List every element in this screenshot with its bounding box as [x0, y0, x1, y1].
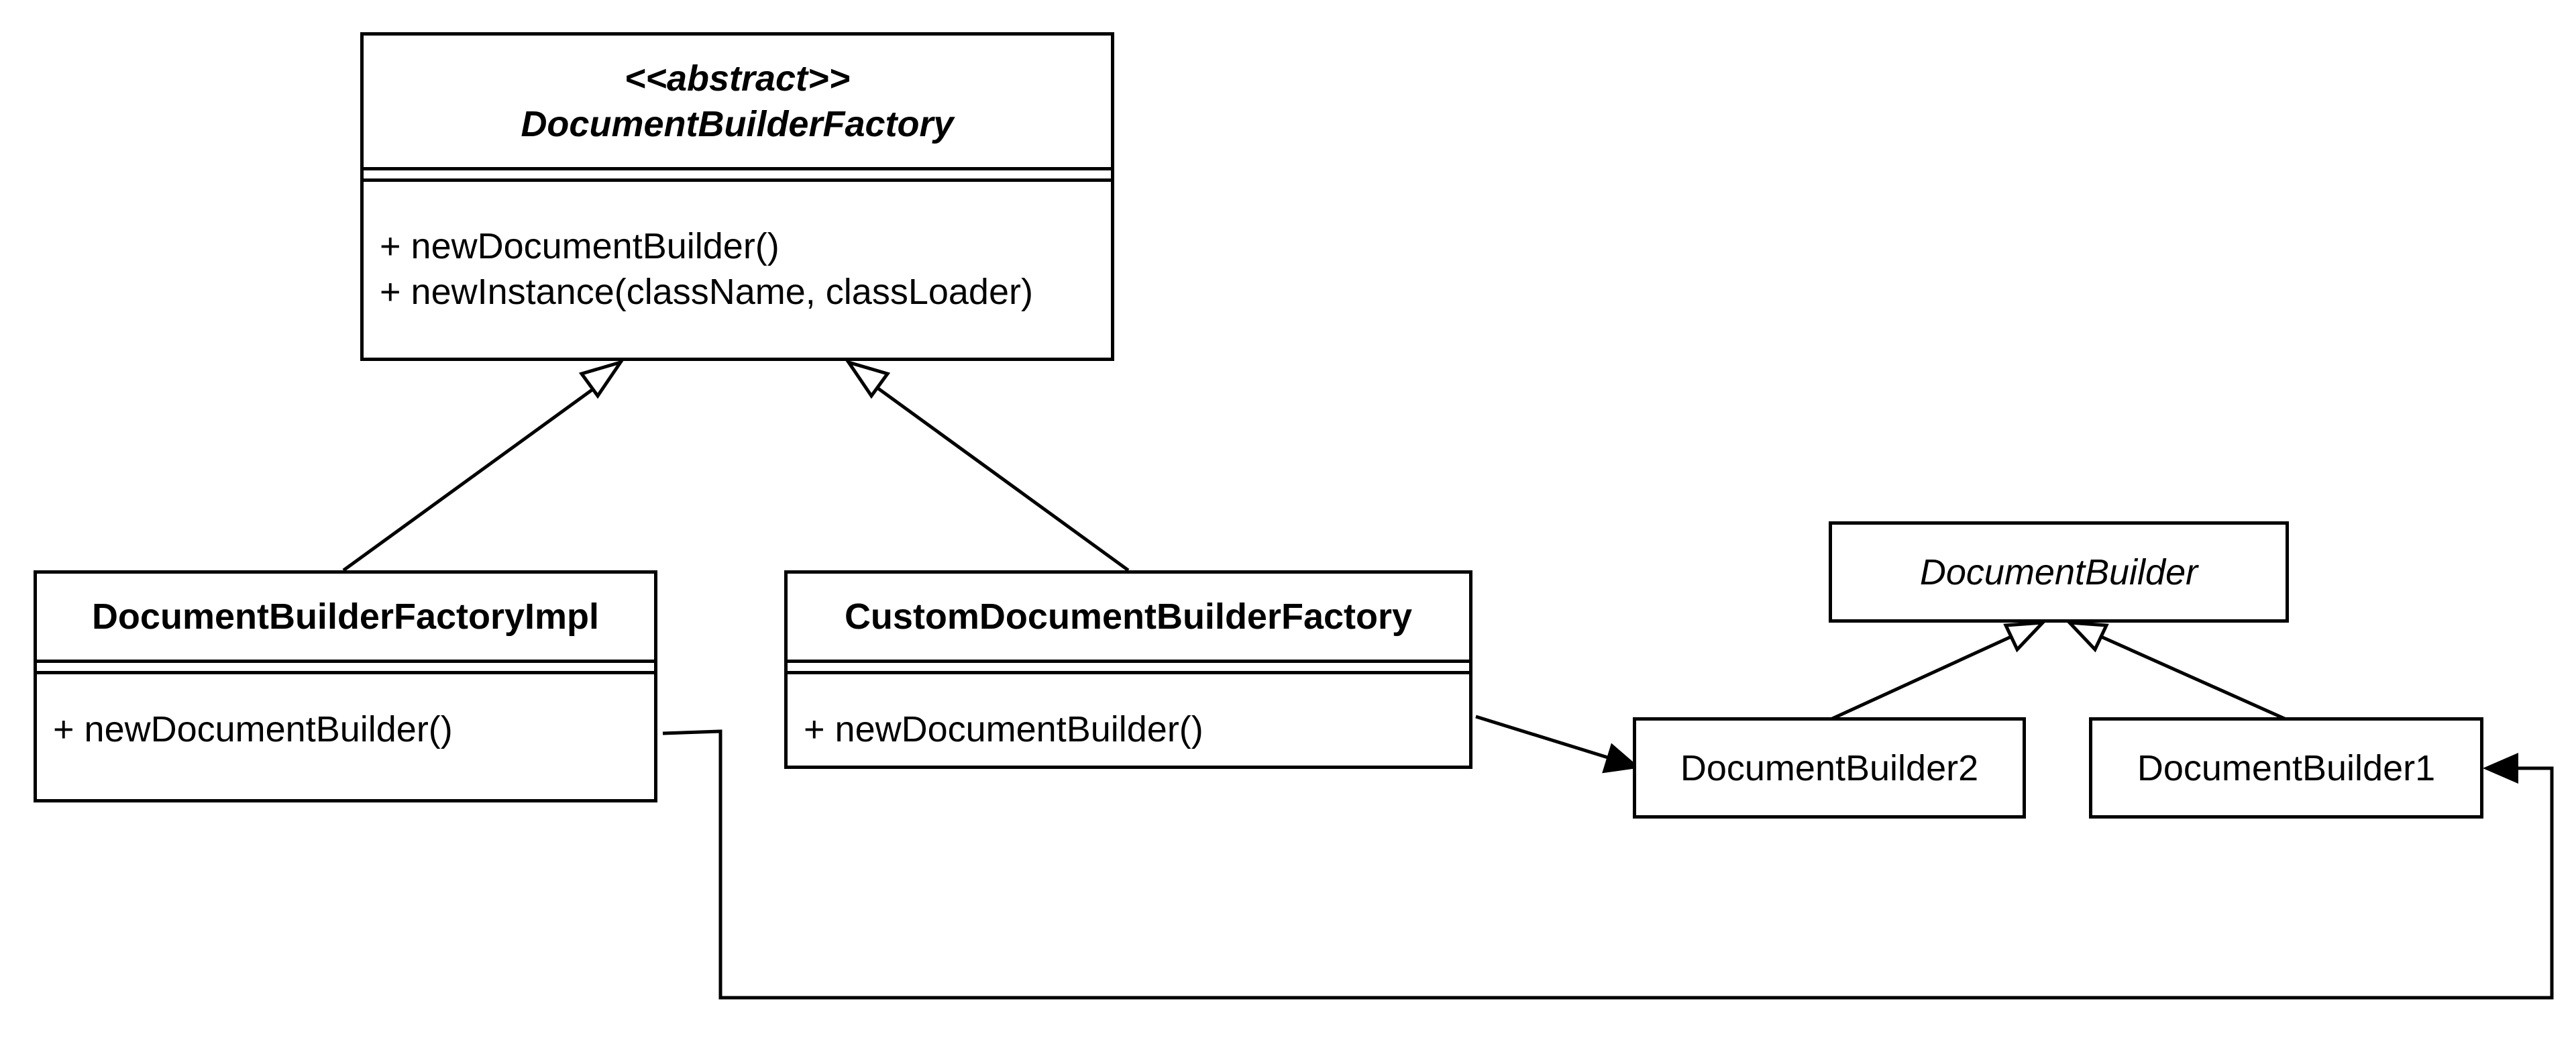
method-new-document-builder: + newDocumentBuilder(): [804, 709, 1203, 749]
header-divider: [37, 660, 654, 663]
class-header: <<abstract>> DocumentBuilderFactory: [364, 36, 1111, 167]
class-documentbuilder1: DocumentBuilder1: [2089, 717, 2483, 819]
class-name: DocumentBuilder1: [2137, 747, 2436, 788]
class-name: DocumentBuilderFactoryImpl: [91, 596, 600, 637]
class-name: CustomDocumentBuilderFactory: [844, 596, 1413, 637]
class-name: DocumentBuilderFactory: [521, 104, 954, 144]
association-factoryimpl-to-builder1: [662, 729, 2554, 1000]
class-name: DocumentBuilder: [1919, 552, 2198, 592]
class-documentbuilder: DocumentBuilder: [1829, 521, 2289, 623]
methods-compartment: + newDocumentBuilder() + newInstance(cla…: [380, 223, 1104, 315]
attributes-divider: [788, 671, 1469, 674]
method-new-document-builder: + newDocumentBuilder(): [380, 226, 780, 266]
method-new-document-builder: + newDocumentBuilder(): [53, 709, 453, 749]
association-custom-to-builder2: [1475, 715, 1640, 774]
attributes-divider: [364, 178, 1111, 182]
attributes-divider: [37, 671, 654, 674]
header-divider: [364, 167, 1111, 170]
header-divider: [788, 660, 1469, 663]
class-documentbuilderfactoryimpl: DocumentBuilderFactoryImpl + newDocument…: [34, 570, 657, 802]
class-customdocumentbuilderfactory: CustomDocumentBuilderFactory + newDocume…: [784, 570, 1472, 769]
generalization-custom-to-factory: [845, 359, 1130, 572]
class-documentbuilderfactory: <<abstract>> DocumentBuilderFactory + ne…: [360, 32, 1114, 361]
methods-compartment: + newDocumentBuilder(): [804, 707, 1462, 752]
class-header: CustomDocumentBuilderFactory: [788, 574, 1469, 660]
class-documentbuilder2: DocumentBuilder2: [1633, 717, 2026, 819]
generalization-builder1-to-builder: [2065, 621, 2289, 722]
method-new-instance: + newInstance(className, classLoader): [380, 272, 1033, 312]
methods-compartment: + newDocumentBuilder(): [53, 707, 647, 752]
generalization-builder2-to-builder: [1828, 621, 2047, 722]
class-name: DocumentBuilder2: [1680, 747, 1979, 788]
generalization-factoryimpl-to-factory: [342, 359, 625, 572]
class-header: DocumentBuilderFactoryImpl: [37, 574, 654, 660]
stereotype-label: <<abstract>>: [624, 58, 851, 99]
